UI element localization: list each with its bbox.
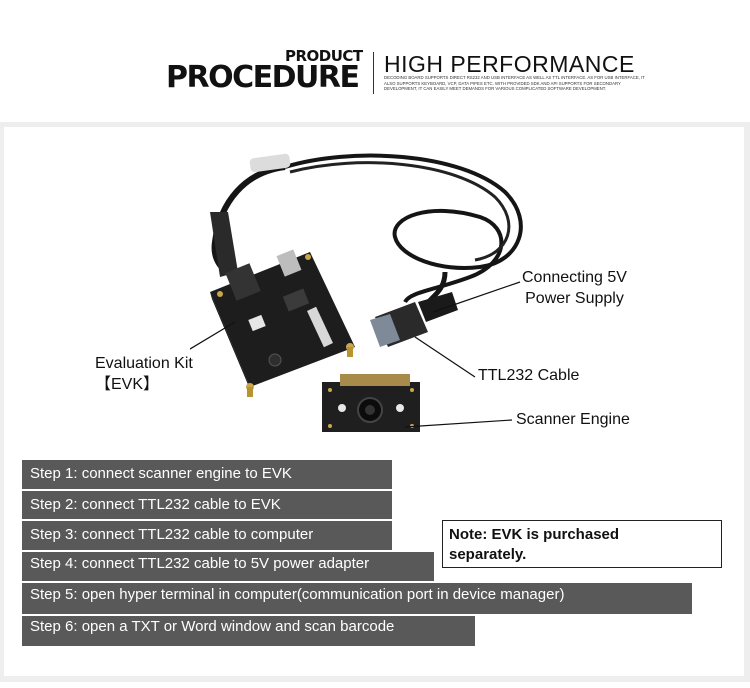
header-high-performance: HIGH PERFORMANCE xyxy=(384,51,635,77)
header-description: Decoding board supports direct RS232 and… xyxy=(384,75,645,92)
cable-loop xyxy=(284,153,523,304)
ttl232-db9-connector xyxy=(370,271,458,347)
note-line1: Note: EVK is purchased xyxy=(449,526,620,543)
callout-evk-line2: 【EVK】 xyxy=(95,376,160,393)
note-box: Note: EVK is purchased separately. xyxy=(442,520,722,568)
strain-relief xyxy=(210,212,238,277)
leader-evk xyxy=(190,321,236,350)
header-divider xyxy=(373,52,374,94)
leader-power xyxy=(432,281,521,313)
cable-loop-inner xyxy=(289,161,511,262)
step-1: Step 1: connect scanner engine to EVK xyxy=(22,460,392,489)
evk-product-illustration xyxy=(190,153,523,432)
step-6: Step 6: open a TXT or Word window and sc… xyxy=(22,616,475,646)
cable-ferrule xyxy=(249,153,291,173)
callout-power-line1: Connecting 5V xyxy=(522,269,627,286)
callout-scanner-engine: Scanner Engine xyxy=(516,411,630,428)
step-3: Step 3: connect TTL232 cable to computer xyxy=(22,521,392,550)
leader-ttl xyxy=(414,336,476,378)
evk-board xyxy=(210,249,355,397)
callout-evaluation-kit: Evaluation Kit 【EVK】 xyxy=(95,353,193,395)
header-procedure: PROCEDURE xyxy=(166,60,360,95)
leader-engine xyxy=(404,419,513,428)
step-5: Step 5: open hyper terminal in computer(… xyxy=(22,583,692,614)
scanner-engine xyxy=(322,374,420,432)
header-product: PRODUCT xyxy=(285,47,363,65)
note-line2: separately. xyxy=(449,546,527,563)
callout-power-line2: Power Supply xyxy=(525,290,624,307)
step-4: Step 4: connect TTL232 cable to 5V power… xyxy=(22,552,434,581)
callout-evk-line1: Evaluation Kit xyxy=(95,355,193,372)
callout-power-supply: Connecting 5V Power Supply xyxy=(522,267,627,309)
step-2: Step 2: connect TTL232 cable to EVK xyxy=(22,491,392,519)
callout-ttl232-cable: TTL232 Cable xyxy=(478,367,580,384)
